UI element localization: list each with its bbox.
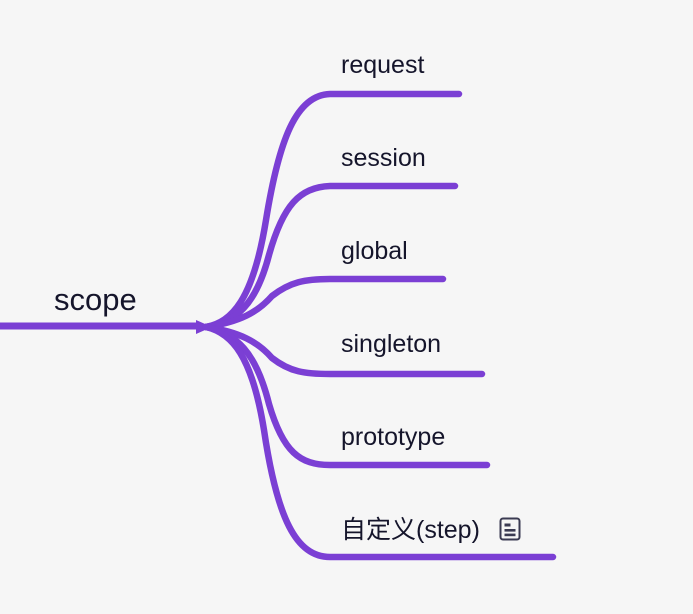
branch-label-session: session — [341, 143, 426, 172]
branch-label-global: global — [341, 236, 408, 265]
branch-node-prototype[interactable]: prototype — [341, 424, 445, 450]
branch-node-request[interactable]: request — [341, 52, 424, 78]
note-icon[interactable] — [497, 516, 523, 542]
branch-node-global[interactable]: global — [341, 238, 408, 264]
branch-label-singleton: singleton — [341, 329, 442, 358]
branch-line-custom — [202, 323, 557, 561]
root-node-scope[interactable]: scope — [54, 282, 137, 317]
branch-label-request: request — [341, 50, 425, 79]
branch-line-global — [202, 275, 447, 331]
branch-line-request — [202, 90, 463, 331]
branch-node-singleton[interactable]: singleton — [341, 331, 441, 357]
branch-label-prototype: prototype — [341, 422, 446, 451]
branch-node-custom[interactable]: 自定义(step) — [341, 517, 523, 543]
branch-label-custom: 自定义(step) — [341, 515, 480, 544]
branch-line-session — [202, 182, 459, 331]
branch-node-session[interactable]: session — [341, 145, 426, 171]
branch-line-singleton — [202, 323, 486, 378]
